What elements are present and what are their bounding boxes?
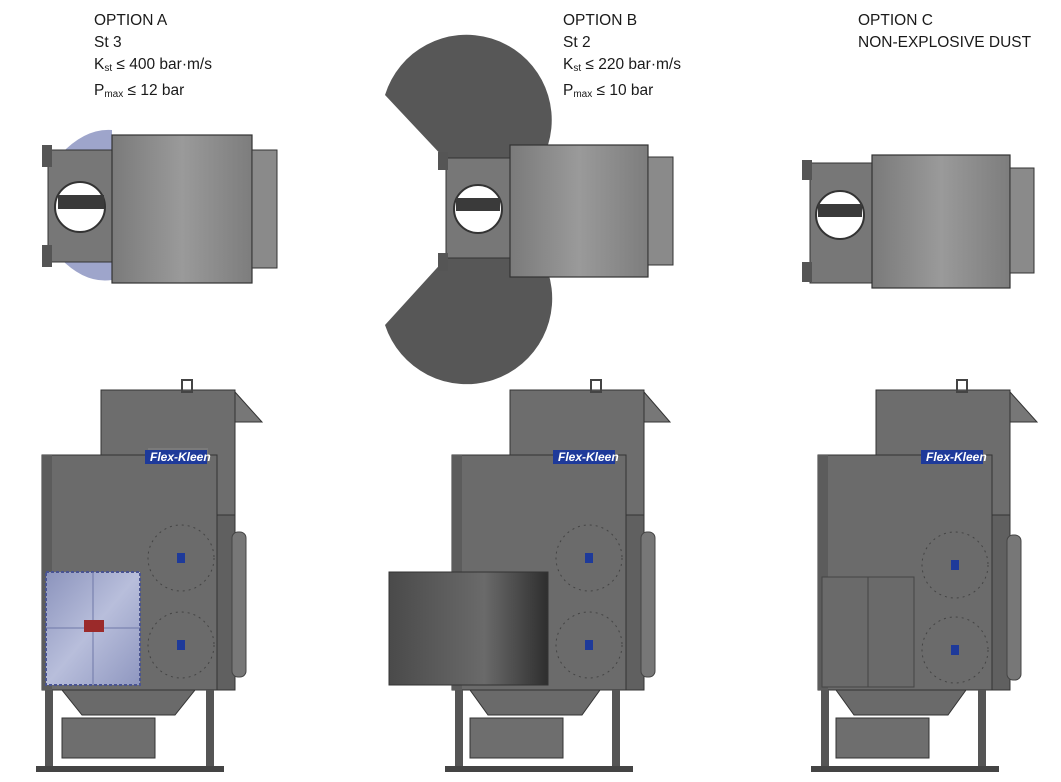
option-a-pmax: Pmax ≤ 12 bar — [94, 82, 185, 100]
option-b-class: St 2 — [563, 34, 591, 51]
option-b-kst: Kst ≤ 220 bar·m/s — [563, 56, 681, 74]
option-b-door-swing-upper — [385, 34, 552, 160]
option-b-caption: OPTION B St 2 Kst ≤ 220 bar·m/s Pmax ≤ 1… — [563, 10, 681, 106]
option-a-caption: OPTION A St 3 Kst ≤ 400 bar·m/s Pmax ≤ 1… — [94, 10, 212, 106]
option-a-brand-logo: Flex-Kleen — [150, 450, 211, 464]
option-b-door-swing-lower — [385, 258, 553, 385]
option-a-title: OPTION A — [94, 12, 168, 29]
option-b-front-view: Flex-Kleen — [388, 379, 672, 772]
option-c-front-view: Flex-Kleen — [811, 379, 1039, 772]
option-b-top-view — [385, 34, 674, 385]
option-a-top-view — [42, 129, 278, 284]
option-c-title: OPTION C — [858, 12, 933, 29]
option-c-class: NON-EXPLOSIVE DUST — [858, 34, 1032, 51]
option-c-top-view — [802, 154, 1035, 289]
option-b-brand-logo: Flex-Kleen — [558, 450, 619, 464]
option-a-class: St 3 — [94, 34, 122, 51]
option-c-caption: OPTION C NON-EXPLOSIVE DUST — [858, 10, 1031, 54]
option-a-kst: Kst ≤ 400 bar·m/s — [94, 56, 212, 74]
option-b-pmax: Pmax ≤ 10 bar — [563, 82, 654, 100]
option-c-brand-logo: Flex-Kleen — [926, 450, 987, 464]
option-b-title: OPTION B — [563, 12, 638, 29]
option-a-front-view: Flex-Kleen — [36, 379, 264, 772]
